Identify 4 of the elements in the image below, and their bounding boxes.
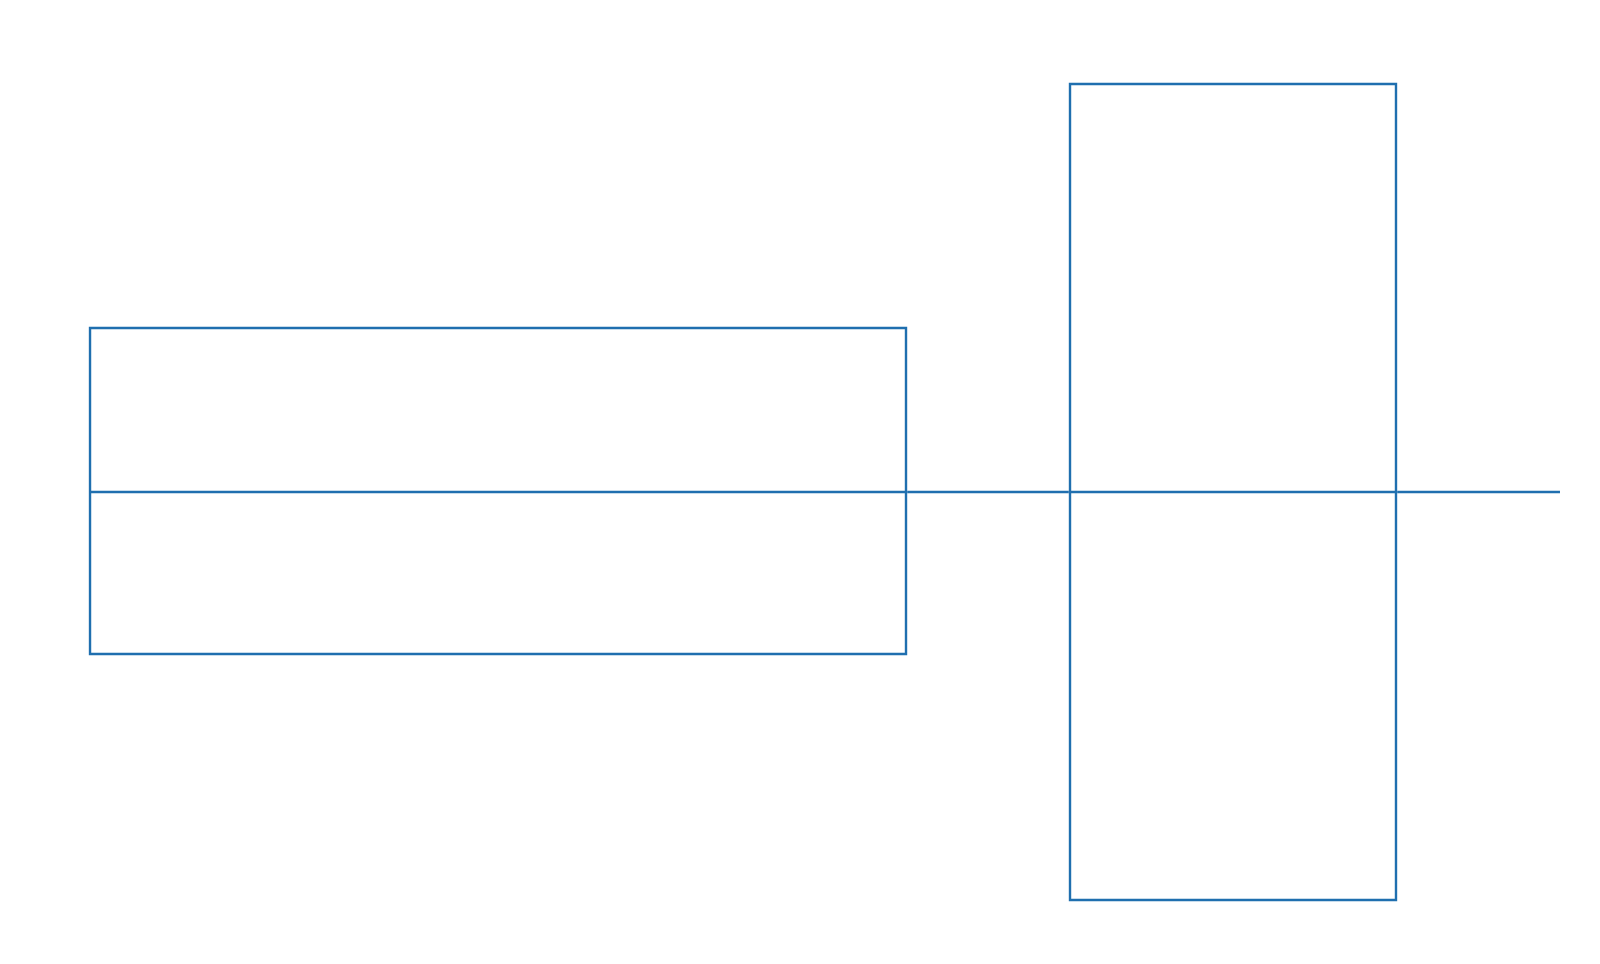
line	[907, 490, 1069, 494]
box	[88, 326, 908, 656]
box	[1068, 82, 1398, 902]
line	[1397, 490, 1560, 494]
